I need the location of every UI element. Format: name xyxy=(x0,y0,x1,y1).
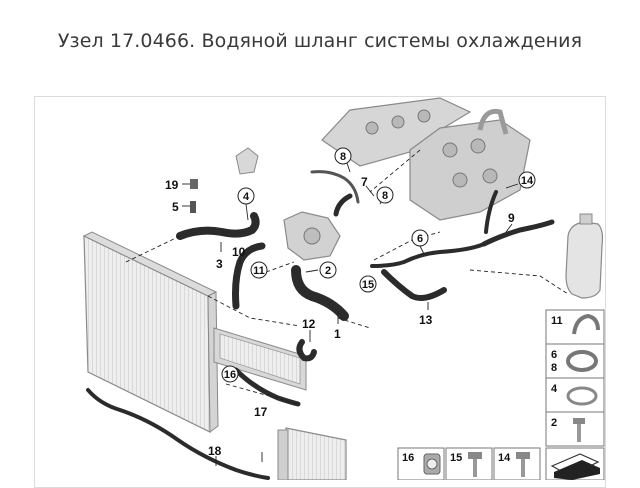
hex-bolt-icon xyxy=(516,452,530,477)
svg-text:16: 16 xyxy=(224,369,236,381)
legend-label-2: 2 xyxy=(551,417,557,429)
callout-15: 15 xyxy=(359,275,377,293)
bolt-icon xyxy=(573,418,585,442)
radiator xyxy=(82,231,219,433)
arrow-icon xyxy=(550,453,600,480)
legend-label-6: 6 xyxy=(551,349,557,361)
legend-label-16: 16 xyxy=(402,452,414,464)
legend-label-15: 15 xyxy=(450,452,462,464)
bolt-5 xyxy=(190,201,196,213)
svg-text:11: 11 xyxy=(253,265,265,277)
clamp-19 xyxy=(190,179,198,189)
parts-legend: 11 6 8 4 2 xyxy=(545,309,605,447)
callout-19: 19 xyxy=(165,178,179,192)
engine-block xyxy=(321,97,531,221)
intercooler xyxy=(277,427,347,480)
flange-bolt-icon xyxy=(468,452,482,477)
callout-13: 13 xyxy=(419,313,433,327)
svg-text:15: 15 xyxy=(362,279,374,291)
grommet-icon xyxy=(423,453,441,475)
callout-9: 9 xyxy=(508,211,515,225)
legend-label-8: 8 xyxy=(551,362,557,374)
expansion-tank xyxy=(565,213,604,299)
svg-text:4: 4 xyxy=(243,191,250,203)
svg-text:6: 6 xyxy=(417,233,423,245)
hose-clamp-icon xyxy=(566,350,598,372)
legend-label-14: 14 xyxy=(498,452,511,464)
svg-text:2: 2 xyxy=(325,265,331,277)
callout-7: 7 xyxy=(361,175,368,189)
callout-8-lower: 8 xyxy=(376,186,394,204)
callout-14: 14 xyxy=(518,171,536,189)
legend-label-4: 4 xyxy=(551,383,558,395)
callout-2: 2 xyxy=(319,261,337,279)
spring-clamp-icon xyxy=(566,386,598,406)
callout-10: 10 xyxy=(232,245,246,259)
oil-cooler xyxy=(213,327,307,391)
callout-6: 6 xyxy=(411,229,429,247)
callout-12: 12 xyxy=(302,317,316,331)
callout-8-upper: 8 xyxy=(334,147,352,165)
callout-leaders xyxy=(182,159,519,466)
svg-text:8: 8 xyxy=(382,190,388,202)
hose-bracket xyxy=(235,147,259,175)
clip-icon xyxy=(572,313,600,335)
callout-5: 5 xyxy=(172,200,179,214)
callout-11: 11 xyxy=(250,261,268,279)
page-title: Узел 17.0466. Водяной шланг системы охла… xyxy=(57,30,583,52)
svg-text:14: 14 xyxy=(521,175,534,187)
callout-17: 17 xyxy=(254,405,268,419)
callout-16: 16 xyxy=(221,365,239,383)
callout-1: 1 xyxy=(334,327,341,341)
legend-label-11: 11 xyxy=(551,315,563,327)
callout-3: 3 xyxy=(216,257,223,271)
callout-18: 18 xyxy=(208,444,222,458)
leader-lines xyxy=(125,149,569,405)
svg-text:8: 8 xyxy=(340,151,346,163)
thermostat-housing xyxy=(283,211,341,261)
parts-legend-bottom: 16 15 14 xyxy=(397,447,605,480)
callout-4: 4 xyxy=(237,187,255,205)
